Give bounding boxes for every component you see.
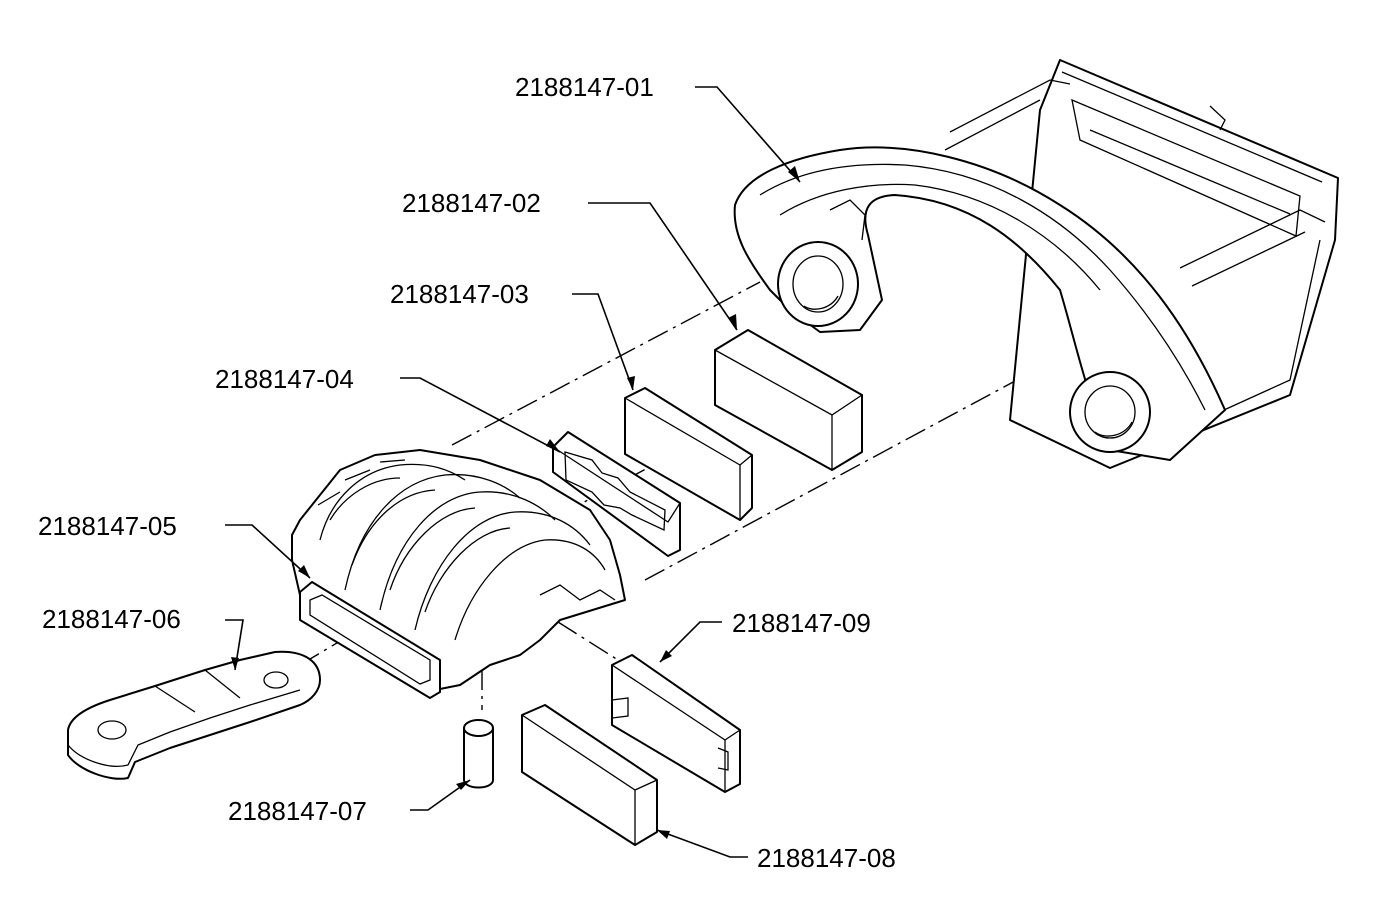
leader-06 (225, 619, 244, 671)
leader-lines (225, 86, 801, 858)
leader-02 (588, 202, 738, 331)
part-slab (624, 387, 753, 521)
part-contact-plate-lower (611, 654, 741, 793)
leader-04 (400, 377, 561, 453)
leader-03 (572, 293, 634, 391)
assembly-axis-upper (451, 281, 761, 446)
label-part-02: 2188147-02 (402, 188, 541, 218)
leader-02-arrowhead (728, 314, 737, 330)
part-labels: 2188147-01 2188147-02 2188147-03 2188147… (38, 72, 896, 873)
leader-01-arrowhead (788, 166, 800, 182)
part-block-large (714, 329, 863, 471)
leader-05 (225, 524, 311, 579)
part-ribbed-carrier (291, 449, 626, 699)
assembly-axis-plate (557, 621, 619, 661)
label-part-04: 2188147-04 (215, 364, 354, 394)
label-part-05: 2188147-05 (38, 511, 177, 541)
leader-01 (695, 86, 801, 183)
part-block-lower (521, 704, 658, 846)
label-part-01: 2188147-01 (515, 72, 654, 102)
label-part-09: 2188147-09 (732, 608, 871, 638)
label-part-07: 2188147-07 (228, 796, 367, 826)
part-contact-plate (552, 431, 681, 557)
leader-09-arrowhead (660, 650, 672, 662)
leader-05-arrowhead (298, 565, 310, 578)
label-part-03: 2188147-03 (390, 279, 529, 309)
leader-08-arrowhead (657, 830, 670, 839)
leader-07-arrowhead (456, 780, 470, 790)
leader-04-arrowhead (546, 439, 560, 452)
assembly-axis-lower (644, 344, 1083, 581)
leader-09 (659, 621, 722, 663)
leader-03-arrowhead (627, 376, 635, 390)
part-flat-tab (67, 650, 321, 780)
part-housing (733, 59, 1339, 469)
leader-07 (410, 779, 471, 811)
label-part-06: 2188147-06 (42, 604, 181, 634)
label-part-08: 2188147-08 (757, 843, 896, 873)
part-pin (463, 719, 494, 789)
leader-08 (656, 829, 748, 858)
leader-06-arrowhead (231, 657, 239, 670)
